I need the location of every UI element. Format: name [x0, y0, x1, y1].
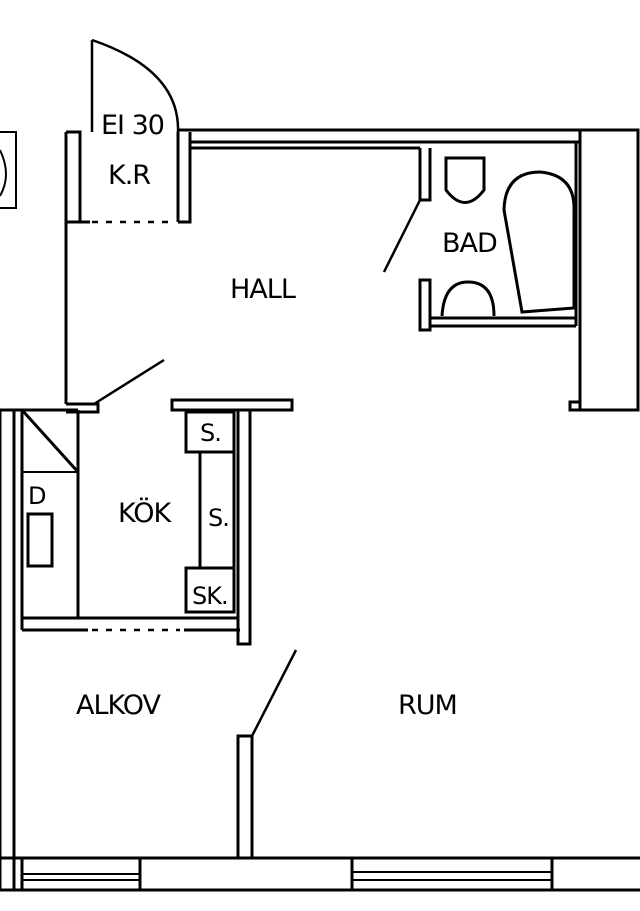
hall-bottom-wall: [66, 398, 294, 414]
closet-label-sk: SK.: [192, 582, 228, 610]
bad-door: [382, 199, 422, 273]
alkov-rum-divider: [236, 734, 254, 860]
alkov-door: [250, 649, 298, 737]
bottom-wall: [0, 856, 640, 892]
bad-walls: [418, 142, 578, 332]
closet-s2: [198, 452, 236, 568]
bathtub-fixture: [502, 170, 576, 314]
room-label-rum: RUM: [398, 690, 457, 721]
kr-door: [90, 38, 180, 133]
door-rating-label: EI 30: [101, 110, 164, 141]
kok-walls: [0, 408, 252, 890]
right-wall: [568, 128, 640, 412]
sink-fixture: [440, 280, 496, 317]
closet-s1: [184, 410, 236, 454]
room-label-alkov: ALKOV: [76, 690, 162, 721]
closet-label-s2: S.: [208, 504, 229, 532]
top-wall: [178, 128, 580, 150]
neighbor-fragment: [0, 131, 17, 209]
closet-sk: [184, 566, 236, 614]
room-label-kr: K.R: [108, 160, 150, 191]
toilet-fixture: [444, 156, 486, 204]
kr-walls: [64, 130, 192, 230]
kok-door: [93, 358, 165, 406]
room-label-bad: BAD: [442, 228, 497, 259]
room-label-hall: HALL: [230, 274, 296, 305]
room-label-kok: KÖK: [118, 497, 172, 529]
closet-label-s1: S.: [200, 419, 221, 447]
dishwasher-label: D: [28, 482, 46, 510]
kitchen-counter: [22, 471, 78, 568]
